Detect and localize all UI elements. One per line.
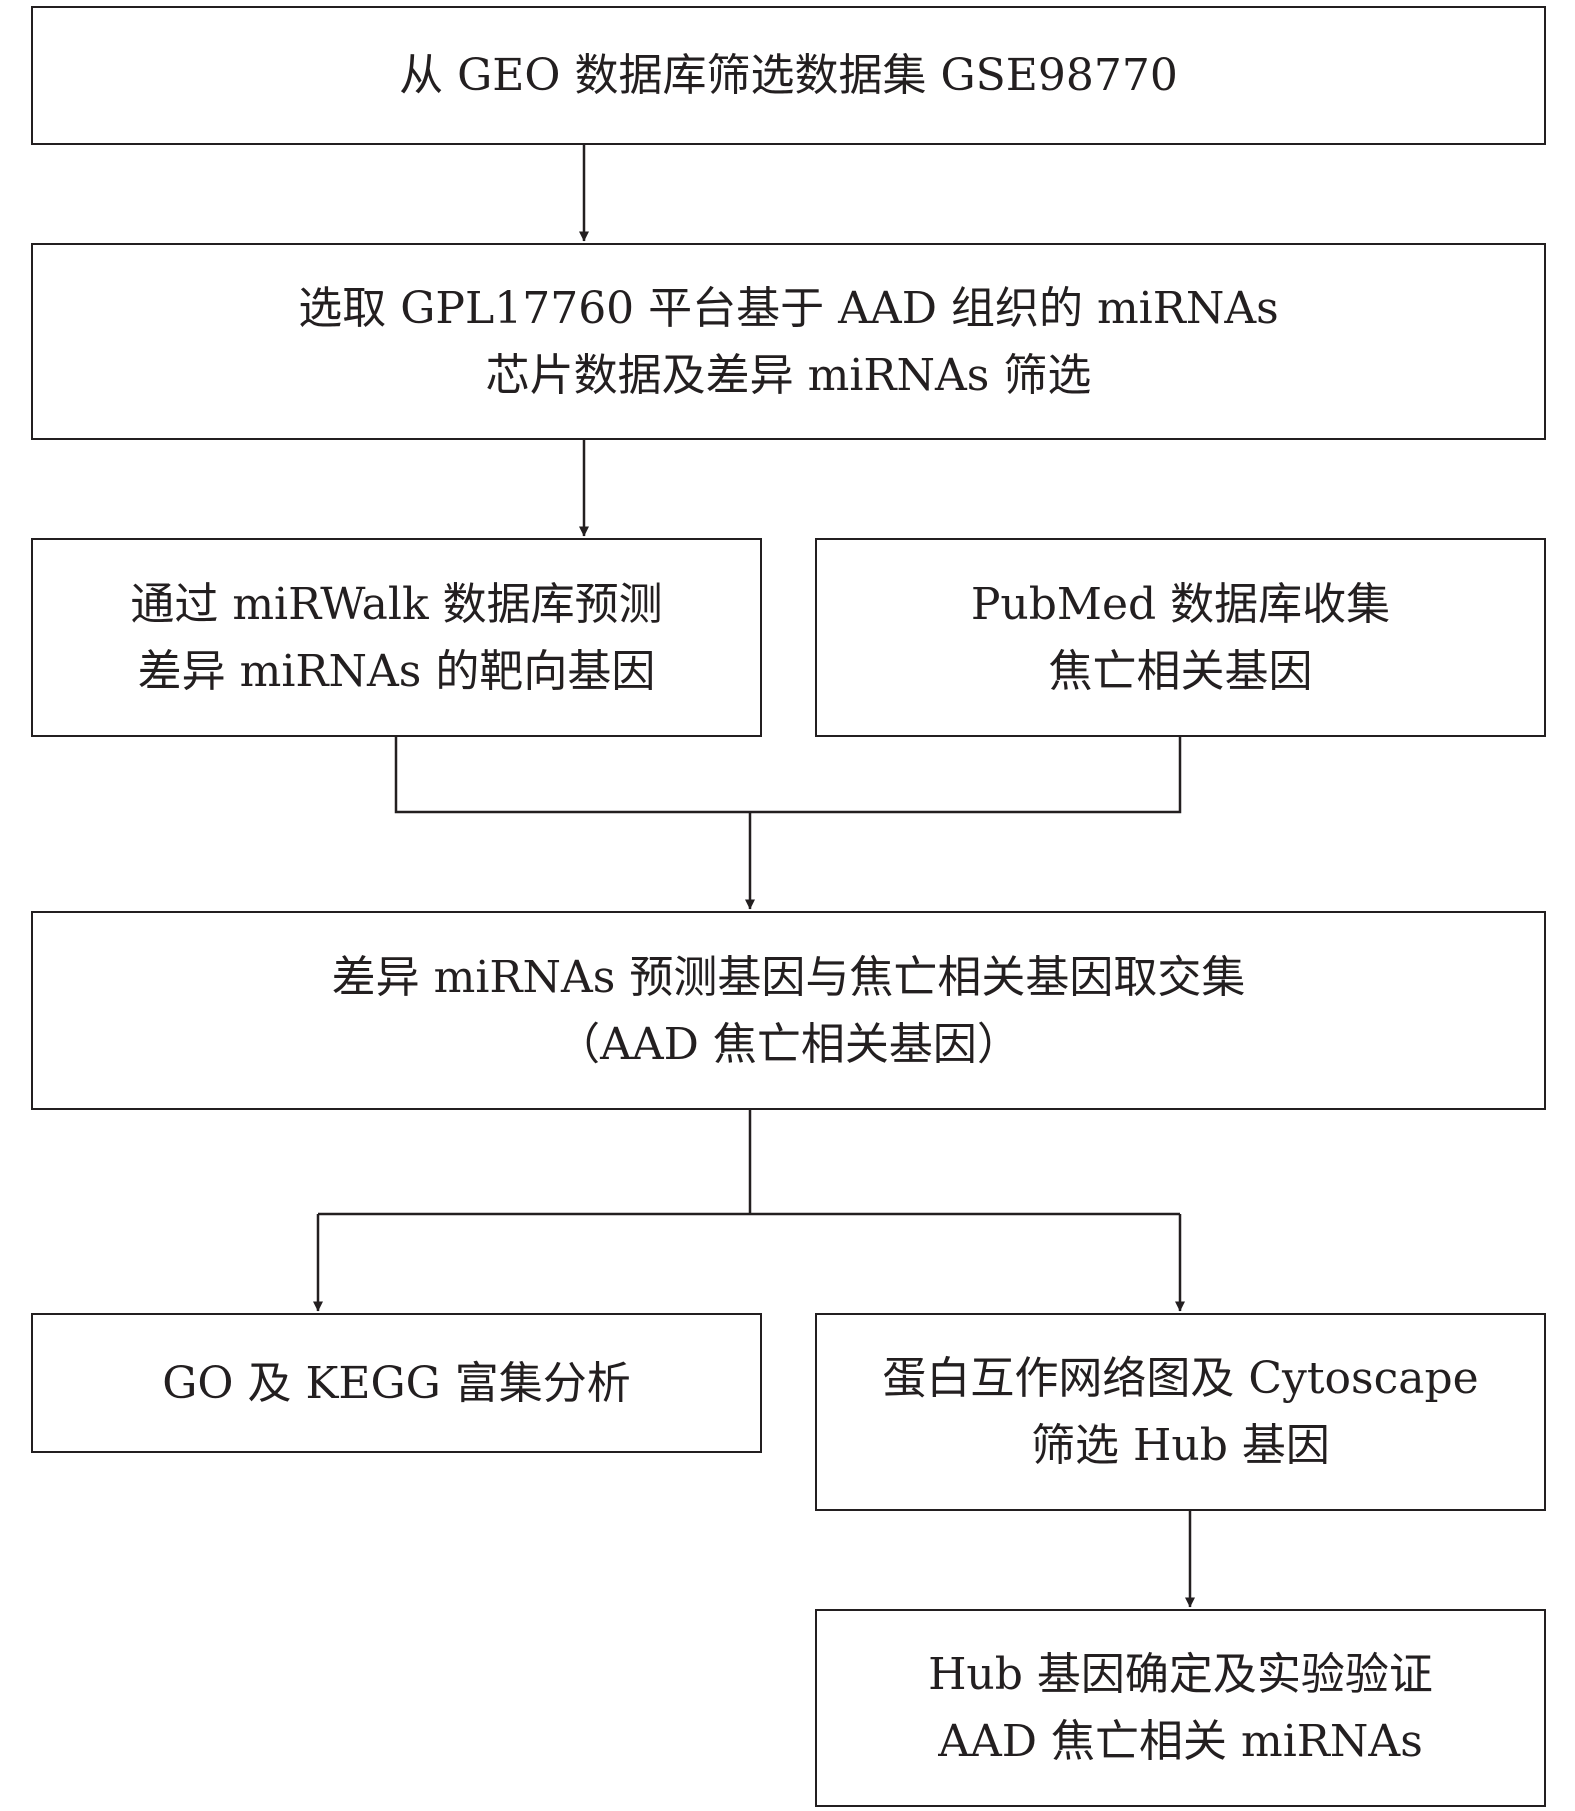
step-pubmed-collect-label: PubMed 数据库收集 焦亡相关基因 xyxy=(970,578,1391,697)
step-mirwalk-predict: 通过 miRWalk 数据库预测 差异 miRNAs 的靶向基因 xyxy=(31,538,762,737)
step-intersection: 差异 miRNAs 预测基因与焦亡相关基因取交集 （AAD 焦亡相关基因） xyxy=(31,911,1546,1110)
step-intersection-label: 差异 miRNAs 预测基因与焦亡相关基因取交集 （AAD 焦亡相关基因） xyxy=(331,951,1246,1070)
step-go-kegg: GO 及 KEGG 富集分析 xyxy=(31,1313,762,1453)
step-mirwalk-predict-label: 通过 miRWalk 数据库预测 差异 miRNAs 的靶向基因 xyxy=(130,578,663,697)
step-hub-validation-label: Hub 基因确定及实验验证 AAD 焦亡相关 miRNAs xyxy=(928,1649,1433,1767)
step-geo-screen: 从 GEO 数据库筛选数据集 GSE98770 xyxy=(31,6,1546,145)
step-platform-select: 选取 GPL17760 平台基于 AAD 组织的 miRNAs 芯片数据及差异 … xyxy=(31,243,1546,440)
step-pubmed-collect: PubMed 数据库收集 焦亡相关基因 xyxy=(815,538,1546,737)
step-ppi-cytoscape: 蛋白互作网络图及 Cytoscape 筛选 Hub 基因 xyxy=(815,1313,1546,1511)
step-geo-screen-label: 从 GEO 数据库筛选数据集 GSE98770 xyxy=(399,50,1178,101)
step-go-kegg-label: GO 及 KEGG 富集分析 xyxy=(162,1357,631,1409)
step-ppi-cytoscape-label: 蛋白互作网络图及 Cytoscape 筛选 Hub 基因 xyxy=(882,1353,1479,1471)
step-platform-select-label: 选取 GPL17760 平台基于 AAD 组织的 miRNAs 芯片数据及差异 … xyxy=(298,282,1279,401)
step-hub-validation: Hub 基因确定及实验验证 AAD 焦亡相关 miRNAs xyxy=(815,1609,1546,1807)
merge-line xyxy=(394,736,1182,814)
